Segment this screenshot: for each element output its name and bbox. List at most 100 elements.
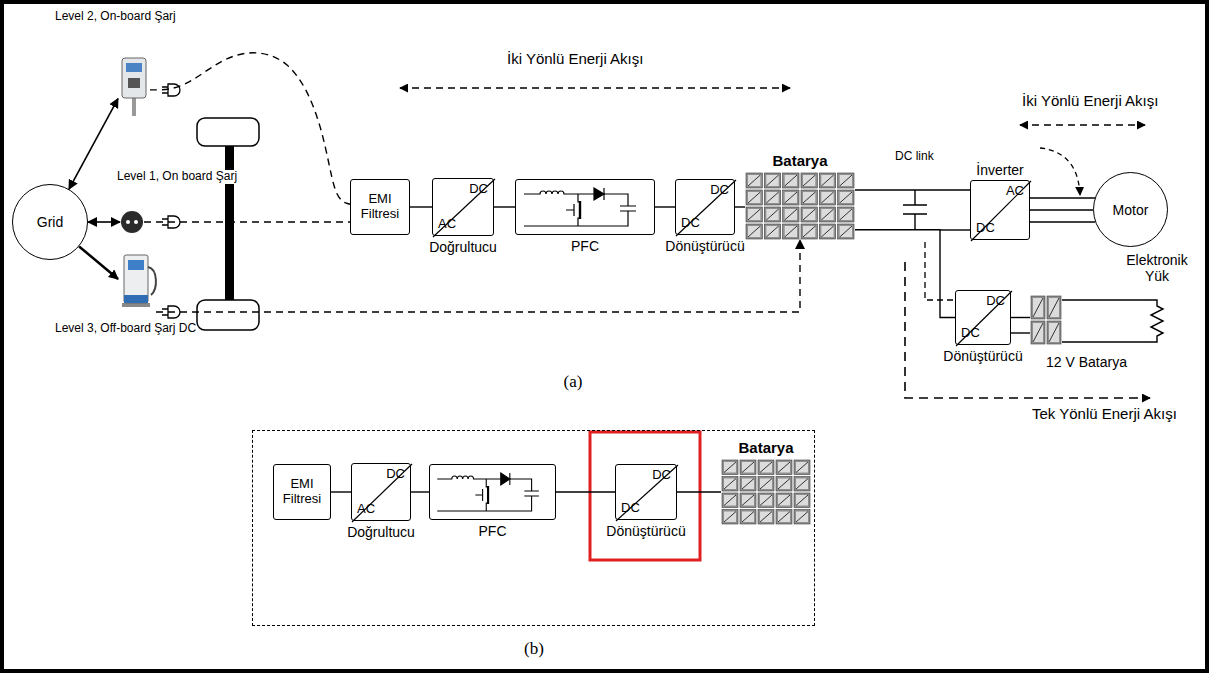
node-text: PFC xyxy=(571,238,599,254)
cell-body xyxy=(764,224,780,239)
cell-body xyxy=(722,510,738,525)
cell-mark xyxy=(821,192,833,203)
energy-flow-arrow xyxy=(400,87,790,88)
dc-dc-converter-box: DCDCDönüştürücü xyxy=(675,179,735,235)
level2-charger: Level 2, On-board Şarj xyxy=(118,58,150,116)
cell-face xyxy=(778,495,790,506)
battery-cell xyxy=(783,224,799,239)
node-text: EMI Filtresi xyxy=(283,477,321,507)
connector xyxy=(1030,209,1093,210)
cell-body xyxy=(1047,296,1061,319)
cell-body xyxy=(758,493,774,508)
socket-hole xyxy=(126,220,130,224)
node-icon xyxy=(745,172,855,240)
connector xyxy=(677,491,721,492)
node-text: Doğrultucu xyxy=(429,239,497,255)
battery-cell xyxy=(746,207,762,222)
cell-face xyxy=(748,175,760,186)
cell-mark xyxy=(742,495,754,506)
cell-face xyxy=(760,512,772,523)
cell-body xyxy=(801,173,817,188)
switch-channel xyxy=(579,201,581,219)
cell-mark xyxy=(760,479,772,490)
cell-mark xyxy=(778,462,790,473)
cell-mark xyxy=(840,175,852,186)
cell-mark xyxy=(748,175,760,186)
charger-holster xyxy=(128,78,140,88)
cell-body xyxy=(801,207,817,222)
node-text: Dönüştürücü xyxy=(606,523,685,539)
cell-mark xyxy=(785,226,797,237)
cell-face xyxy=(803,209,815,220)
converter-diagonal xyxy=(352,464,412,522)
cell-body xyxy=(758,510,774,525)
battery-cell xyxy=(740,493,756,508)
cell-body xyxy=(764,190,780,205)
cell-face xyxy=(1033,298,1043,317)
connector xyxy=(79,246,118,279)
cell-face xyxy=(778,462,790,473)
charger-base xyxy=(122,303,150,307)
cell-face xyxy=(785,192,797,203)
cell-body xyxy=(776,510,792,525)
node-text: Batarya xyxy=(772,152,827,169)
cell-mark xyxy=(760,512,772,523)
cell-face xyxy=(796,512,808,523)
pfc-wiring xyxy=(524,191,636,226)
cell-body xyxy=(758,477,774,492)
node-text: Motor xyxy=(1113,201,1149,217)
cell-mark xyxy=(803,192,815,203)
node-text: DC xyxy=(710,183,729,198)
cell-face xyxy=(724,479,736,490)
node-icon xyxy=(1145,298,1169,344)
cell-face xyxy=(785,209,797,220)
cell-body xyxy=(801,224,817,239)
diode-bar xyxy=(603,188,604,200)
battery-cell xyxy=(819,224,835,239)
cell-mark xyxy=(1033,298,1043,317)
cell-face xyxy=(778,512,790,523)
cell-mark xyxy=(760,495,772,506)
cell-body xyxy=(776,477,792,492)
dc-link-capacitor xyxy=(903,190,927,230)
battery-cell xyxy=(764,207,780,222)
cell-mark xyxy=(724,462,736,473)
cell-mark xyxy=(748,209,760,220)
cell-face xyxy=(760,479,772,490)
node-text: Batarya xyxy=(738,439,793,456)
cell-body xyxy=(783,190,799,205)
dc-bus-wire xyxy=(940,229,970,230)
cell-mark xyxy=(1033,323,1043,342)
load-resistor: Elektronik Yük xyxy=(1145,298,1169,344)
cell-body xyxy=(794,460,810,475)
cell-face xyxy=(840,192,852,203)
battery-cell xyxy=(819,173,835,188)
node-text: Dönüştürücü xyxy=(943,348,1022,364)
cell-face xyxy=(821,226,833,237)
emi-filter-box: EMI Filtresi xyxy=(273,464,331,520)
cell-face xyxy=(796,462,808,473)
cell-face xyxy=(724,462,736,473)
node-text: DC xyxy=(386,467,405,482)
cell-mark xyxy=(803,175,815,186)
cell-face xyxy=(724,512,736,523)
cell-body xyxy=(740,493,756,508)
cell-mark xyxy=(766,175,778,186)
pfc-circuit xyxy=(524,188,636,226)
level1-socket: Level 1, On board Şarj xyxy=(120,210,144,234)
node-text: Level 1, On board Şarj xyxy=(115,170,239,184)
node-text: DC xyxy=(961,326,980,341)
battery-cell xyxy=(801,207,817,222)
cell-mark xyxy=(840,192,852,203)
aux-battery: 12 V Batarya xyxy=(1030,295,1062,345)
node-text: AC xyxy=(357,502,375,517)
cell-mark xyxy=(778,512,790,523)
motor-circle: Motor xyxy=(1093,172,1168,247)
cell-body xyxy=(1031,321,1045,344)
highlight-frame xyxy=(590,432,700,560)
cell-mark xyxy=(742,462,754,473)
cell-face xyxy=(1033,323,1043,342)
battery-cell xyxy=(740,477,756,492)
battery-cell xyxy=(801,224,817,239)
